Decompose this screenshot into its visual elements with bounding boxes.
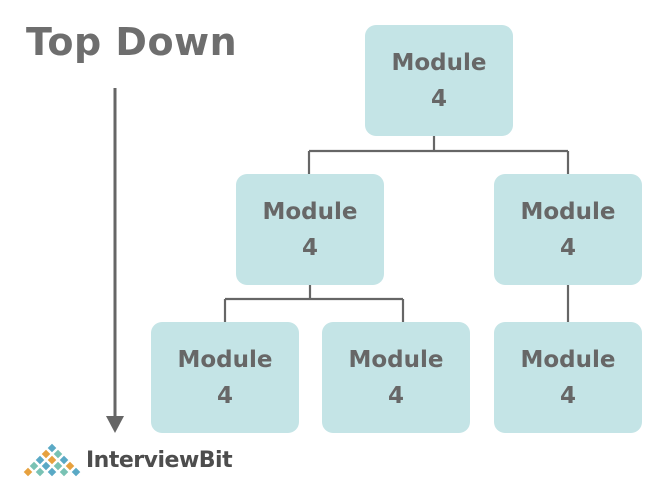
module-node-number: 4	[559, 234, 576, 261]
arrow-down-icon	[106, 88, 124, 433]
interviewbit-diamond-logo-icon	[22, 442, 82, 478]
module-node-left-right: Module 4	[322, 322, 470, 433]
module-node-label: Module	[391, 49, 487, 76]
module-node-label: Module	[520, 346, 616, 373]
diagram-title: Top Down	[26, 20, 238, 64]
module-node-right-child: Module 4	[494, 322, 642, 433]
module-node-number: 4	[387, 382, 404, 409]
module-node-label: Module	[520, 198, 616, 225]
module-node-number: 4	[430, 85, 447, 112]
connector-root-children	[307, 136, 570, 175]
module-node-number: 4	[301, 234, 318, 261]
module-node-label: Module	[348, 346, 444, 373]
brand-name: InterviewBit	[86, 447, 233, 473]
module-node-right: Module 4	[494, 174, 642, 285]
module-node-label: Module	[177, 346, 273, 373]
module-node-label: Module	[262, 198, 358, 225]
module-node-left: Module 4	[236, 174, 384, 285]
module-node-number: 4	[559, 382, 576, 409]
module-node-root: Module 4	[365, 25, 513, 136]
brand-logo: InterviewBit	[22, 440, 233, 480]
connector-left-children	[223, 285, 405, 323]
module-node-number: 4	[216, 382, 233, 409]
module-node-left-left: Module 4	[151, 322, 299, 433]
